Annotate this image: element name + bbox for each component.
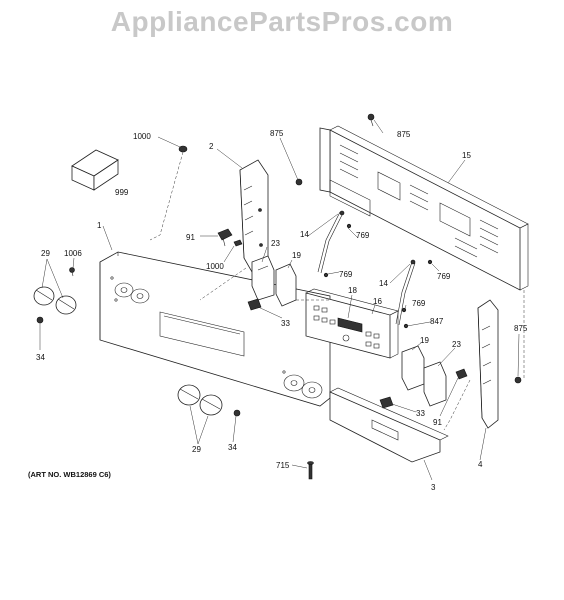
panel-knob-ring-3: [283, 374, 305, 392]
switch-part-19-left: [275, 263, 297, 307]
nut-part-34-bottom: [233, 409, 241, 417]
rear-panel-part-15: [319, 125, 529, 291]
label-33-left: 33: [281, 319, 290, 328]
side-bracket-part-4: [477, 299, 499, 429]
rear-panel-slots: [339, 144, 499, 258]
knob-part-33-left: [247, 298, 262, 311]
display-part-18: [337, 317, 363, 333]
label-769-top: 769: [356, 231, 370, 240]
label-14-left: 14: [300, 230, 309, 239]
label-14-right: 14: [379, 279, 388, 288]
watermark-text: AppliancePartsPros.com: [110, 6, 454, 37]
board-buttons: [313, 305, 380, 349]
knob-part-29-bottom-a: [177, 384, 201, 406]
rod-part-14-left: [317, 210, 345, 274]
knob-part-33-right: [379, 396, 394, 409]
lower-trim-part-3: [329, 387, 449, 463]
knob-part-29-bottom-b: [199, 394, 223, 416]
knob-part-29-left-a: [33, 286, 55, 306]
label-19-left: 19: [292, 251, 301, 260]
switch-part-23-right: [423, 361, 447, 407]
panel-knob-ring-1: [114, 282, 134, 298]
switch-part-19-right: [401, 345, 425, 391]
screw-part-769-c: [427, 259, 433, 265]
label-34-left: 34: [36, 353, 45, 362]
nut-part-34-left: [36, 316, 44, 324]
label-715: 715: [276, 461, 290, 470]
screw-part-715: [307, 461, 314, 480]
label-4: 4: [478, 460, 483, 469]
label-847: 847: [430, 317, 444, 326]
label-23-right: 23: [452, 340, 461, 349]
label-2: 2: [209, 142, 214, 151]
screw-part-875-right: [514, 376, 522, 384]
screw-part-769-b: [346, 223, 352, 229]
clip-part-91-left: [217, 228, 233, 247]
screw-part-875-top: [367, 113, 375, 127]
label-29-bottom: 29: [192, 445, 201, 454]
screw-part-1006: [69, 267, 75, 277]
clip-part-1000-left: [233, 239, 243, 247]
knob-part-29-left-b: [55, 295, 77, 315]
label-34-bottom: 34: [228, 443, 237, 452]
callout-labels: 1000 875 875 2 15 999 1 29 1006 91 23 10…: [28, 129, 528, 492]
label-1000-top: 1000: [133, 132, 151, 141]
label-769-lower: 769: [412, 299, 426, 308]
label-875-right: 875: [514, 324, 528, 333]
label-16: 16: [373, 297, 382, 306]
label-1006: 1006: [64, 249, 82, 258]
label-15: 15: [462, 151, 471, 160]
label-875-left: 875: [270, 129, 284, 138]
label-769-mid: 769: [339, 270, 353, 279]
label-875-top: 875: [397, 130, 411, 139]
rod-part-14-right: [395, 259, 416, 326]
label-769-right: 769: [437, 272, 451, 281]
switch-part-23-left: [251, 255, 275, 301]
label-3: 3: [431, 483, 436, 492]
control-board-part-16: [305, 288, 399, 359]
screw-part-875-left: [295, 178, 303, 186]
label-1: 1: [97, 221, 102, 230]
clip-part-1000-top: [178, 145, 188, 153]
label-91-right: 91: [433, 418, 442, 427]
label-23-left: 23: [271, 239, 280, 248]
label-1000-left: 1000: [206, 262, 224, 271]
clip-part-91-right: [455, 368, 468, 380]
label-91-left: 91: [186, 233, 195, 242]
side-bracket-part-2: [239, 159, 269, 273]
screw-part-769-d: [401, 307, 407, 313]
leader-lines: [39, 119, 525, 481]
art-number-label: (ART NO. WB12869 C6): [28, 470, 111, 479]
panel-knob-ring-4: [301, 381, 323, 399]
label-19-right: 19: [420, 336, 429, 345]
label-999: 999: [115, 188, 129, 197]
panel-knob-ring-2: [130, 288, 150, 304]
label-18: 18: [348, 286, 357, 295]
screw-part-769-a: [323, 272, 329, 278]
label-33-right: 33: [416, 409, 425, 418]
box-part-999: [71, 149, 119, 191]
label-29-left: 29: [41, 249, 50, 258]
